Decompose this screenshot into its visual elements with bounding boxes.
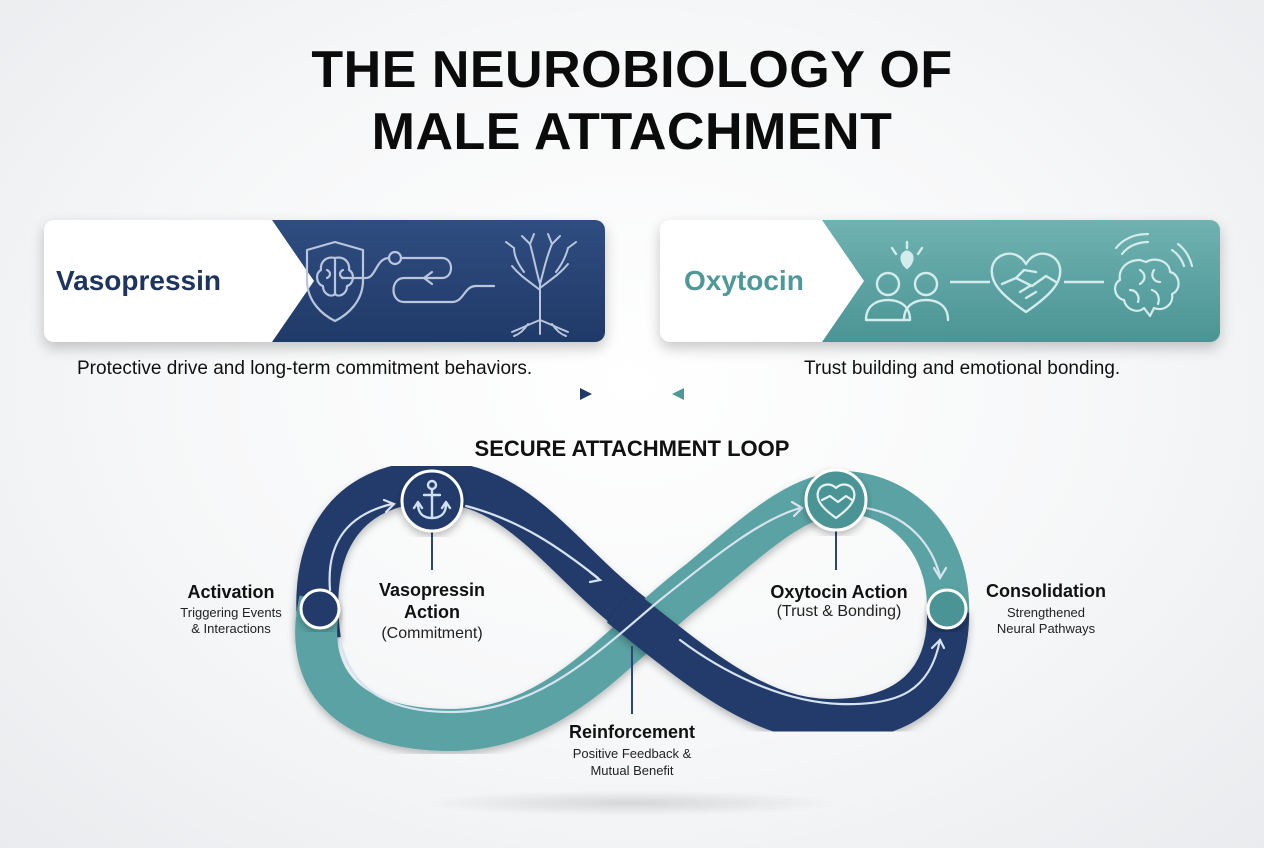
oxytocin-label: Oxytocin	[684, 265, 804, 296]
tree-roots-icon	[505, 233, 577, 337]
vasopressin-description: Protective drive and long-term commitmen…	[77, 358, 533, 379]
ground-shadow	[420, 790, 840, 816]
connector-lines	[431, 530, 837, 714]
loop-navy-right	[606, 589, 970, 742]
oxytocin-description: Trust building and emotional bonding.	[804, 358, 1121, 379]
vasopressin-action-title-1: Vasopressin	[378, 580, 486, 600]
reinforcement-sub-2: Mutual Benefit	[590, 763, 674, 778]
handshake-heart-icon	[990, 252, 1062, 314]
flow-arrows	[328, 498, 948, 714]
brain-waves-icon	[1114, 232, 1194, 318]
vasopressin-action-title-2: Action	[404, 602, 460, 622]
title-line-2: MALE ATTACHMENT	[371, 103, 893, 161]
vasopressin-action-sub: (Commitment)	[381, 625, 483, 642]
reinforcement-title: Reinforcement	[568, 722, 696, 742]
shield-brain-icon	[305, 240, 365, 323]
activation-title: Activation	[187, 582, 275, 602]
vasopressin-card: Vasopressin	[44, 220, 605, 342]
activation-sub-2: & Interactions	[191, 621, 271, 636]
consolidation-node	[926, 588, 968, 630]
vasopressin-icons	[305, 233, 577, 337]
activation-sub-1: Triggering Events	[180, 605, 282, 620]
oxytocin-icons	[864, 232, 1194, 322]
anchor-icon	[412, 479, 452, 520]
vasopressin-label: Vasopressin	[56, 265, 221, 296]
handshake-heart-icon	[816, 483, 856, 520]
loop-teal-left	[295, 471, 852, 752]
oxytocin-card: Oxytocin	[660, 220, 1220, 342]
reinforcement-sub-1: Positive Feedback &	[572, 746, 692, 761]
activation-node	[299, 588, 341, 630]
vasopressin-arrow	[44, 388, 592, 400]
people-heart-icon	[864, 240, 950, 322]
consolidation-sub-2: Neural Pathways	[996, 621, 1096, 636]
title-line-1: THE NEUROBIOLOGY OF	[311, 41, 953, 99]
consolidation-sub-1: Strengthened	[1006, 605, 1086, 620]
oxytocin-arrow	[672, 388, 1220, 400]
oxytocin-action-title: Oxytocin Action	[770, 582, 908, 602]
pathway-arrow-icon	[340, 250, 496, 304]
loop-title: SECURE ATTACHMENT LOOP	[474, 436, 790, 461]
consolidation-title: Consolidation	[986, 581, 1106, 601]
oxytocin-action-sub: (Trust & Bonding)	[776, 603, 902, 620]
